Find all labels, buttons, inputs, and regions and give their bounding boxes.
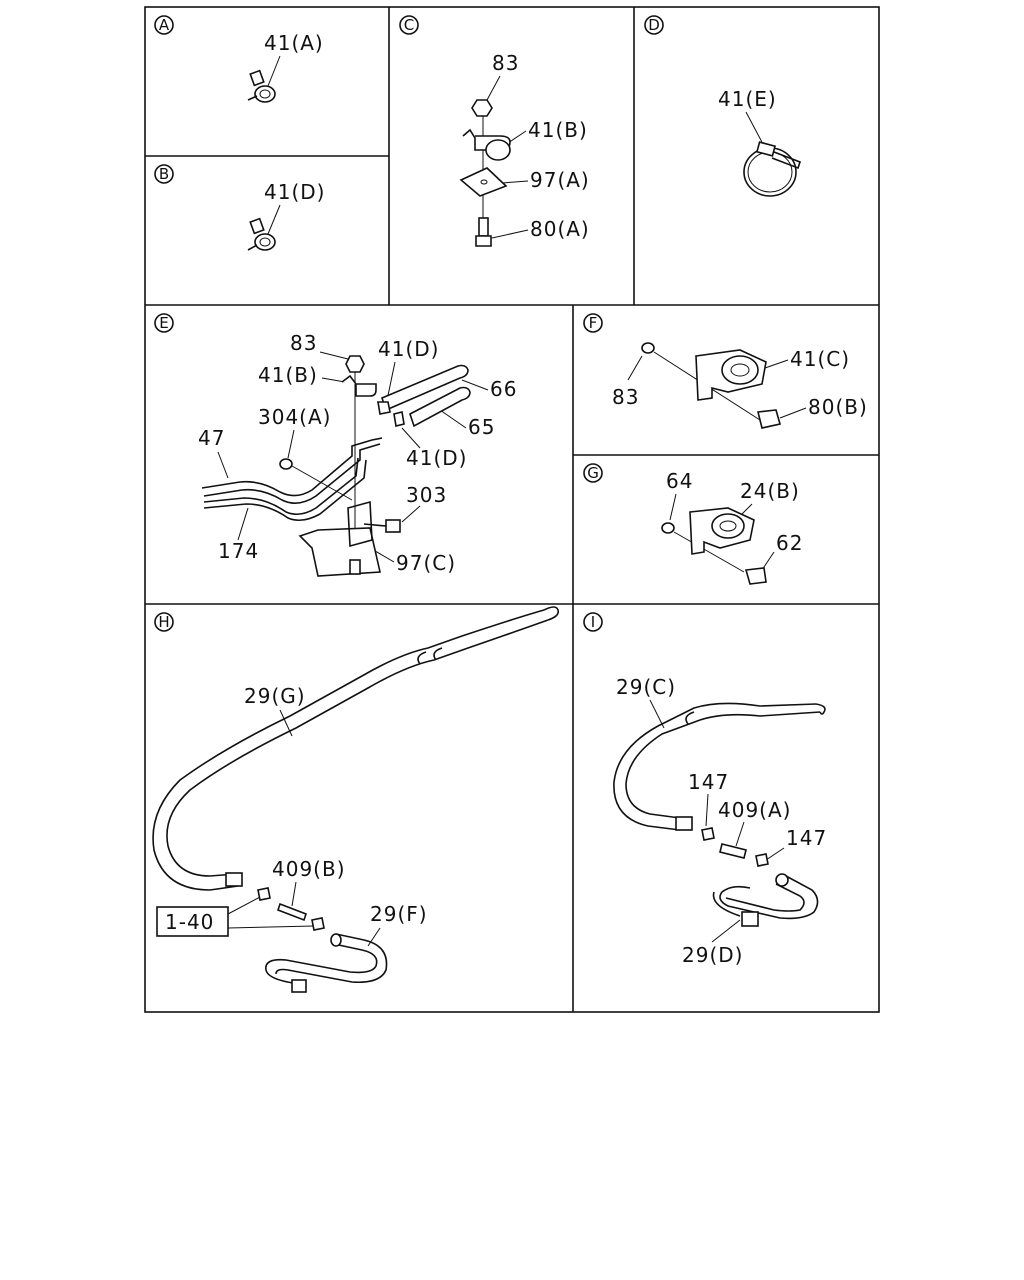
hose-29f-drawing — [265, 933, 388, 993]
label-i-147-left: 147 — [688, 770, 729, 794]
clip-41d-drawing — [247, 217, 276, 251]
panel-g: G 64 24(B) 62 — [583, 463, 803, 585]
label-41e: 41(E) — [718, 87, 777, 111]
clip-41a-drawing — [247, 69, 276, 103]
ref-box-1-40: 1-40 — [156, 906, 229, 937]
label-h-29f: 29(F) — [370, 902, 428, 926]
svg-text:A: A — [159, 16, 170, 34]
panel-e: E 83 41(D) 41(B) 66 65 304(A) 41(D) 47 3… — [154, 313, 517, 577]
hose-clamp-41e-drawing — [743, 141, 802, 197]
panel-c-marker: C — [399, 15, 419, 35]
label-e-66: 66 — [490, 377, 517, 401]
panel-b: B 41(D) — [154, 164, 325, 251]
label-h-29g: 29(G) — [244, 684, 306, 708]
label-e-83: 83 — [290, 331, 317, 355]
panel-f-marker: F — [583, 313, 603, 333]
svg-text:G: G — [587, 464, 599, 482]
panel-c: C 83 41(B) 97(A) 80(A) — [399, 15, 590, 247]
svg-text:C: C — [404, 16, 414, 34]
panel-i: I 29(C) 147 409(A) 147 29(D) — [583, 612, 827, 967]
hose-29g-drawing — [152, 606, 560, 891]
label-e-97c: 97(C) — [396, 551, 456, 575]
panel-g-marker: G — [583, 463, 603, 483]
label-g-24b: 24(B) — [740, 479, 800, 503]
svg-text:1-40: 1-40 — [165, 910, 214, 934]
panel-b-marker: B — [154, 164, 174, 184]
panel-d-marker: D — [644, 15, 664, 35]
label-83: 83 — [492, 51, 519, 75]
svg-text:F: F — [589, 314, 598, 332]
panel-h: H 29(G) 409(B) 1-40 29(F) — [152, 606, 560, 993]
svg-text:B: B — [159, 165, 169, 183]
label-f-83: 83 — [612, 385, 639, 409]
panel-e-marker: E — [154, 313, 174, 333]
label-i-147-right: 147 — [786, 826, 827, 850]
bracket-clamp-g-drawing — [661, 507, 767, 585]
label-e-41b: 41(B) — [258, 363, 318, 387]
panel-a-marker: A — [154, 15, 174, 35]
label-e-304a: 304(A) — [258, 405, 331, 429]
panel-i-marker: I — [583, 612, 603, 632]
label-i-29d: 29(D) — [682, 943, 743, 967]
panel-f: F 83 41(C) 80(B) — [583, 313, 868, 429]
label-h-409b: 409(B) — [272, 857, 346, 881]
bracket-clamp-f-drawing — [641, 342, 782, 429]
clamp-assembly-c-drawing — [459, 99, 511, 247]
hose-29c-drawing — [613, 702, 826, 831]
label-e-174: 174 — [218, 539, 259, 563]
label-e-303: 303 — [406, 483, 447, 507]
label-f-41c: 41(C) — [790, 347, 850, 371]
fittings-i-drawing — [701, 827, 769, 867]
label-41a: 41(A) — [264, 31, 324, 55]
panel-a: A 41(A) — [154, 15, 324, 103]
label-g-64: 64 — [666, 469, 693, 493]
label-i-29c: 29(C) — [616, 675, 676, 699]
hose-29d-drawing — [712, 873, 819, 927]
panel-h-marker: H — [154, 612, 174, 632]
label-g-62: 62 — [776, 531, 803, 555]
svg-text:E: E — [159, 314, 168, 332]
panel-d: D 41(E) — [644, 15, 802, 197]
panel-grid — [144, 6, 880, 1013]
label-f-80b: 80(B) — [808, 395, 868, 419]
svg-text:I: I — [591, 613, 595, 631]
label-e-47: 47 — [198, 426, 225, 450]
pipe-bracket-assembly-e-drawing — [201, 355, 471, 577]
label-e-41d-lower: 41(D) — [406, 446, 467, 470]
label-97a: 97(A) — [530, 168, 590, 192]
label-i-409a: 409(A) — [718, 798, 791, 822]
label-41b: 41(B) — [528, 118, 588, 142]
label-41d: 41(D) — [264, 180, 325, 204]
svg-text:H: H — [158, 613, 169, 631]
label-80a: 80(A) — [530, 217, 590, 241]
label-e-65: 65 — [468, 415, 495, 439]
label-e-41d-top: 41(D) — [378, 337, 439, 361]
svg-text:D: D — [648, 16, 660, 34]
fittings-h-drawing — [257, 887, 325, 931]
